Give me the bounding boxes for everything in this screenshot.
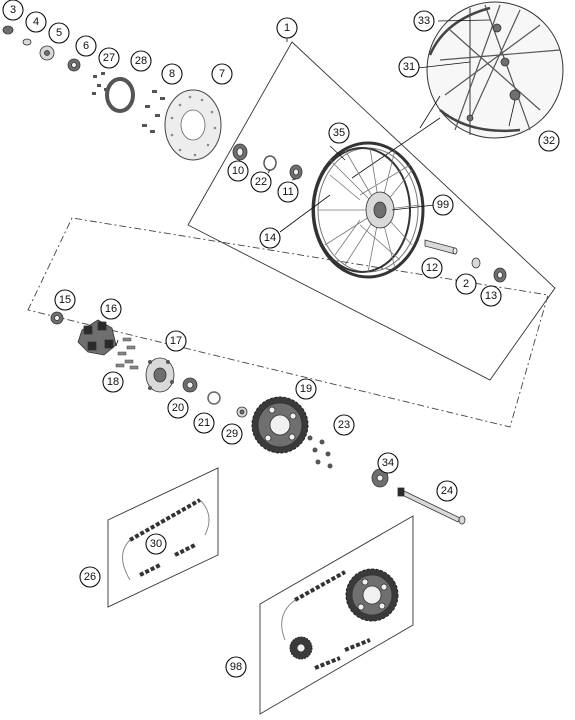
callout-32-label: 32: [543, 135, 555, 147]
callout-2: 2: [455, 273, 477, 295]
rear-wheel: [311, 141, 425, 279]
ring-part-22: [263, 155, 277, 171]
callout-1: 1: [276, 17, 298, 39]
callout-31-label: 31: [403, 61, 415, 73]
callout-24: 24: [436, 480, 458, 502]
callout-99: 99: [432, 194, 454, 216]
chain-kit-part-98: [281, 568, 399, 670]
chain-kit-frame-98: [259, 515, 414, 715]
axle-part-24: [397, 487, 466, 525]
speed-ring-part-28: [105, 77, 135, 113]
callout-22-label: 22: [255, 176, 267, 188]
callout-12-label: 12: [426, 262, 438, 274]
callout-35-label: 35: [333, 127, 345, 139]
rear-sprocket-part-19: [251, 396, 309, 454]
callout-1-label: 1: [284, 22, 290, 34]
callout-3: 3: [2, 0, 24, 21]
spacer-tube-part-12: [424, 239, 458, 255]
callout-28: 28: [130, 50, 152, 72]
callout-98-label: 98: [230, 661, 242, 673]
callout-3-label: 3: [10, 4, 16, 16]
callout-16: 16: [100, 298, 122, 320]
callout-33: 33: [413, 10, 435, 32]
callout-20-label: 20: [172, 402, 184, 414]
callout-18: 18: [102, 371, 124, 393]
callout-30-label: 30: [150, 538, 162, 550]
callout-22: 22: [250, 171, 272, 193]
hub-assembly-frame: [27, 217, 549, 428]
nut-part-3: [2, 25, 14, 35]
callout-4: 4: [25, 11, 47, 33]
callout-29: 29: [221, 423, 243, 445]
callout-11-label: 11: [282, 186, 293, 198]
callout-16-label: 16: [105, 303, 117, 315]
callout-31: 31: [398, 56, 420, 78]
callout-8-label: 8: [169, 68, 175, 80]
callout-15: 15: [54, 289, 76, 311]
callout-6: 6: [75, 35, 97, 57]
callout-2-label: 2: [463, 278, 469, 290]
callout-26-label: 26: [84, 571, 96, 583]
callout-10: 10: [227, 160, 249, 182]
spacer-part-2: [471, 257, 481, 269]
callout-18-label: 18: [107, 376, 119, 388]
brake-disc-part-7: [164, 89, 222, 161]
bolts-part-8: [142, 90, 165, 133]
callout-17-label: 17: [170, 335, 182, 347]
callout-5: 5: [48, 22, 70, 44]
callout-29-label: 29: [226, 428, 238, 440]
callout-13: 13: [480, 285, 502, 307]
nuts-part-23: [307, 435, 333, 469]
callout-19-label: 19: [300, 383, 312, 395]
chain-frame-26: [107, 467, 219, 608]
ring-part-21: [207, 391, 221, 405]
callout-27-label: 27: [103, 52, 115, 64]
spoke-detail-inset: [426, 1, 564, 139]
callout-34-label: 34: [382, 457, 394, 469]
callout-8: 8: [161, 63, 183, 85]
callout-99-label: 99: [437, 199, 449, 211]
callout-98: 98: [225, 656, 247, 678]
washer-part-4: [22, 38, 32, 46]
callout-17: 17: [165, 330, 187, 352]
sprocket-carrier-part-17: [145, 357, 175, 393]
callout-27: 27: [98, 47, 120, 69]
callout-12: 12: [421, 257, 443, 279]
callout-7: 7: [211, 63, 233, 85]
callout-26: 26: [79, 566, 101, 588]
callout-10-label: 10: [232, 165, 244, 177]
callout-15-label: 15: [59, 294, 71, 306]
callout-11: 11: [277, 181, 299, 203]
callout-7-label: 7: [219, 68, 225, 80]
sprocket-part-5: [39, 45, 55, 61]
callout-33-label: 33: [418, 15, 430, 27]
callout-24-label: 24: [441, 485, 453, 497]
cush-drive-rubbers-part-16: [77, 319, 117, 356]
callout-13-label: 13: [485, 290, 497, 302]
callout-21-label: 21: [198, 417, 210, 429]
callout-4-label: 4: [33, 16, 39, 28]
callout-23-label: 23: [338, 419, 350, 431]
chain-part-26: [122, 498, 210, 581]
callout-14: 14: [259, 227, 281, 249]
callout-28-label: 28: [135, 55, 147, 67]
callout-19: 19: [295, 378, 317, 400]
callout-32: 32: [538, 130, 560, 152]
studs-part-18: [115, 337, 139, 370]
callout-35: 35: [328, 122, 350, 144]
wheel-assembly-frame: [187, 41, 556, 381]
callout-14-label: 14: [264, 232, 276, 244]
callout-34: 34: [377, 452, 399, 474]
callout-5-label: 5: [56, 27, 62, 39]
callout-23: 23: [333, 414, 355, 436]
callout-6-label: 6: [83, 40, 89, 52]
callout-21: 21: [193, 412, 215, 434]
callout-20: 20: [167, 397, 189, 419]
callout-30: 30: [145, 533, 167, 555]
leader-lines: [115, 19, 516, 347]
